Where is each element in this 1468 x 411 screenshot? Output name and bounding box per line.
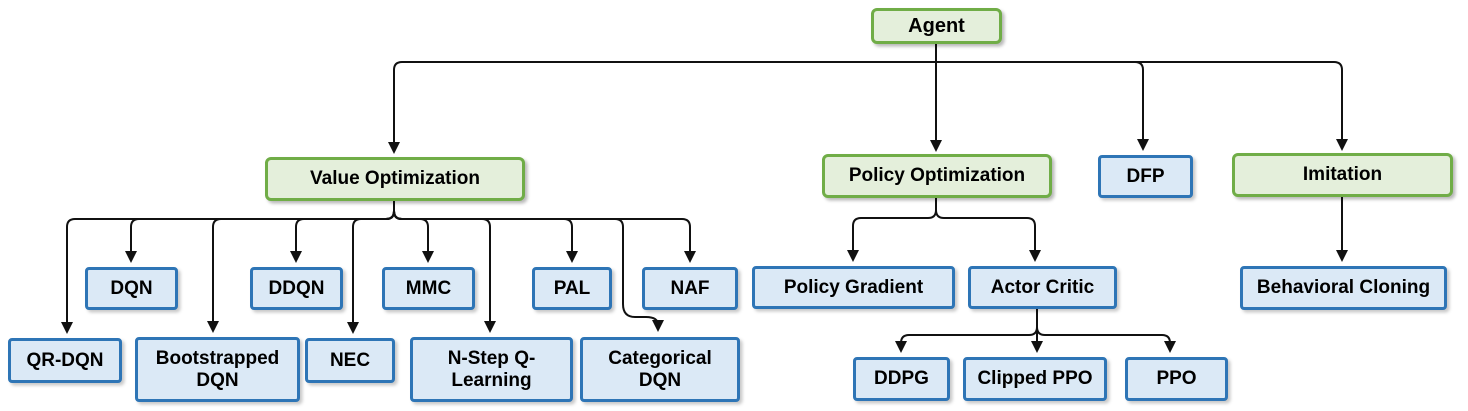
node-n-step-q-learning: N-Step Q-Learning xyxy=(410,337,573,402)
node-ddpg: DDPG xyxy=(853,357,950,401)
node-clipped-ppo: Clipped PPO xyxy=(963,357,1107,401)
node-categorical-dqn: Categorical DQN xyxy=(580,337,740,402)
node-imitation: Imitation xyxy=(1232,153,1453,197)
node-policy-gradient: Policy Gradient xyxy=(752,266,955,309)
node-bootstrapped-dqn: Bootstrapped DQN xyxy=(135,337,300,402)
node-ddqn: DDQN xyxy=(250,267,343,310)
node-policy-optimization: Policy Optimization xyxy=(822,154,1052,198)
node-actor-critic: Actor Critic xyxy=(968,266,1117,309)
node-pal: PAL xyxy=(532,267,612,310)
node-dfp: DFP xyxy=(1098,155,1193,198)
node-ppo: PPO xyxy=(1125,357,1228,401)
node-nec: NEC xyxy=(305,338,395,383)
node-behavioral-cloning: Behavioral Cloning xyxy=(1240,266,1447,310)
node-naf: NAF xyxy=(642,267,738,310)
node-qr-dqn: QR-DQN xyxy=(8,338,122,383)
node-value-optimization: Value Optimization xyxy=(265,157,525,201)
node-mmc: MMC xyxy=(382,267,475,310)
node-agent: Agent xyxy=(871,8,1002,44)
node-dqn: DQN xyxy=(85,267,178,310)
